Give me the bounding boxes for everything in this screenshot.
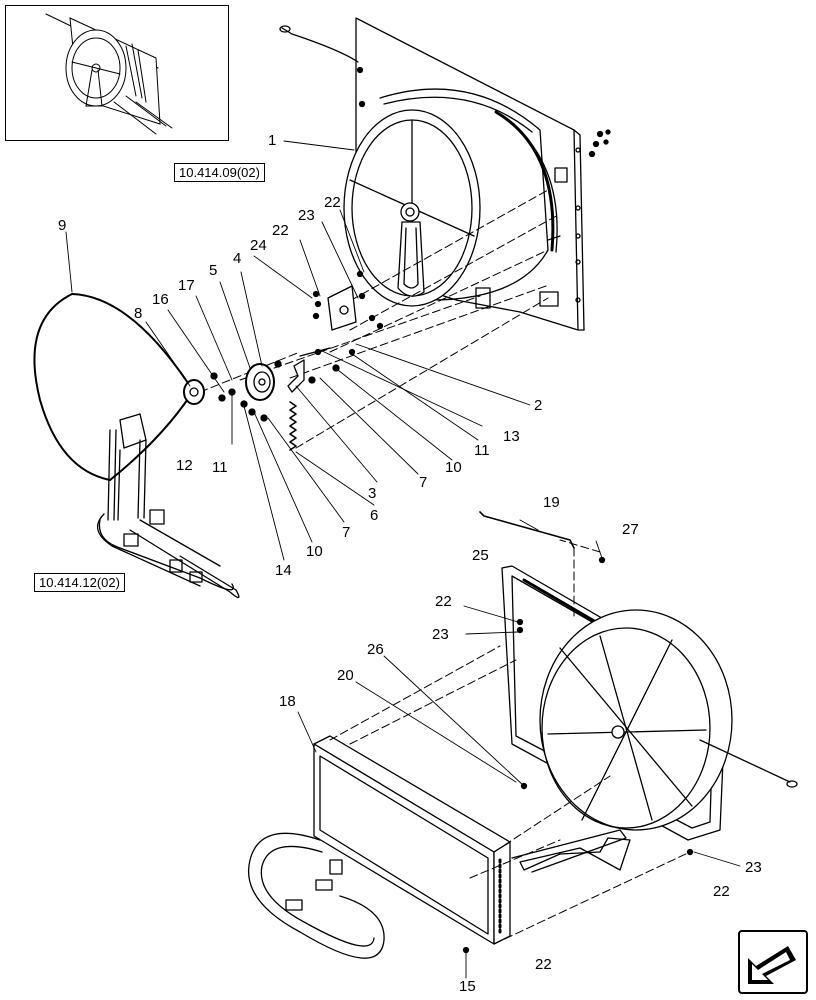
callout-22c: 22 bbox=[435, 593, 452, 610]
callout-11b: 11 bbox=[212, 459, 228, 476]
callout-26: 26 bbox=[367, 641, 384, 658]
callout-1: 1 bbox=[268, 132, 277, 149]
callout-15: 15 bbox=[459, 978, 476, 995]
tensioner-assembly bbox=[218, 270, 384, 451]
reference-link-left[interactable]: 10.414.12(02) bbox=[34, 573, 125, 592]
lower-fan-frame-assembly bbox=[462, 565, 798, 954]
callout-4: 4 bbox=[233, 250, 242, 267]
callout-11a: 11 bbox=[474, 442, 490, 459]
callout-25: 25 bbox=[472, 547, 489, 564]
next-page-arrow-icon bbox=[748, 946, 796, 984]
callout-7b: 7 bbox=[342, 524, 351, 541]
inset-overview bbox=[5, 5, 229, 141]
callout-16: 16 bbox=[152, 291, 169, 308]
callout-23b: 23 bbox=[432, 626, 449, 643]
alignment-lines-lower bbox=[329, 645, 691, 945]
callout-7a: 7 bbox=[419, 474, 428, 491]
callout-8: 8 bbox=[134, 305, 143, 322]
callout-12: 12 bbox=[176, 457, 193, 474]
callout-22e: 22 bbox=[535, 956, 552, 973]
callout-3: 3 bbox=[368, 485, 377, 502]
reference-link-top[interactable]: 10.414.09(02) bbox=[174, 163, 265, 182]
callout-10b: 10 bbox=[306, 543, 323, 560]
assembly-overview-icon bbox=[45, 13, 173, 135]
callout-9: 9 bbox=[58, 217, 67, 234]
callout-5: 5 bbox=[209, 262, 218, 279]
next-page-button[interactable] bbox=[738, 930, 808, 994]
callout-10a: 10 bbox=[445, 459, 462, 476]
support-rod bbox=[479, 511, 606, 621]
callout-27: 27 bbox=[622, 521, 639, 538]
callout-19: 19 bbox=[543, 494, 560, 511]
callout-17: 17 bbox=[178, 277, 195, 294]
callout-22b: 22 bbox=[272, 222, 289, 239]
callout-24: 24 bbox=[250, 237, 267, 254]
callout-14: 14 bbox=[275, 562, 292, 579]
callout-18: 18 bbox=[279, 693, 296, 710]
callout-23a: 23 bbox=[298, 207, 315, 224]
callout-20: 20 bbox=[337, 667, 354, 684]
drive-belt bbox=[33, 293, 218, 481]
leader-lines bbox=[65, 140, 741, 979]
callout-23c: 23 bbox=[745, 859, 762, 876]
callout-22a: 22 bbox=[324, 194, 341, 211]
fan-shroud-assembly bbox=[279, 17, 611, 331]
hydraulic-motor-hoses bbox=[96, 413, 240, 599]
callout-22d: 22 bbox=[713, 883, 730, 900]
callout-2: 2 bbox=[534, 397, 543, 414]
callout-6: 6 bbox=[370, 507, 379, 524]
oil-cooler bbox=[248, 735, 511, 959]
callout-13: 13 bbox=[503, 428, 520, 445]
